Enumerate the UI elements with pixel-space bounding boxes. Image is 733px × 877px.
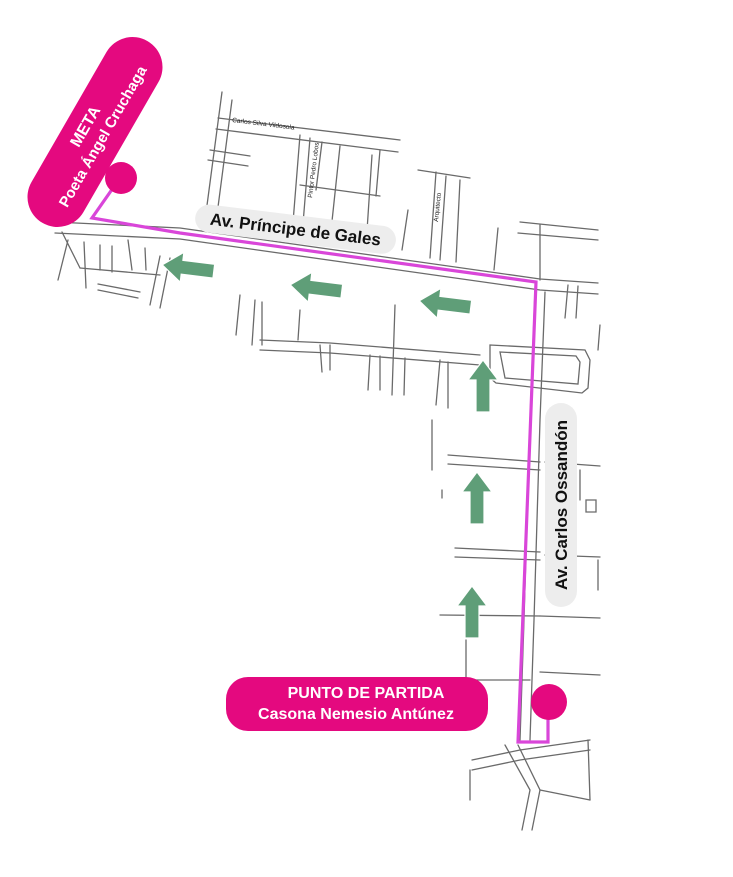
start-pill (226, 677, 488, 731)
street-label-background (545, 403, 577, 607)
street-label-carlos-silva-vildosola: Carlos Silva Vildosola (232, 117, 296, 132)
start-callout: PUNTO DE PARTIDA Casona Nemesio Antúnez (226, 677, 488, 731)
arrow-icon (455, 585, 489, 639)
arrow-icon (466, 359, 500, 413)
arrow-icon (289, 271, 344, 304)
direction-arrows (161, 251, 500, 639)
route-line (89, 177, 550, 744)
goal-callout: META Poeta Ángel Cruchaga (27, 37, 163, 227)
start-subtitle: Casona Nemesio Antúnez (258, 706, 454, 723)
goal-marker-icon (105, 162, 137, 194)
arrow-icon (460, 471, 494, 525)
start-marker-icon (531, 684, 567, 720)
arrow-icon (418, 287, 473, 320)
arrow-icon (161, 251, 216, 284)
street-label-arquitecto: Arquitecto (433, 192, 443, 222)
carlos-ossandon-label: Av. Carlos Ossandón (545, 403, 577, 607)
street-label-background (195, 204, 396, 254)
start-title: PUNTO DE PARTIDA (288, 685, 445, 702)
goal-pill (27, 37, 163, 227)
street-label-carlos-ossandon: Av. Carlos Ossandón (552, 420, 571, 590)
